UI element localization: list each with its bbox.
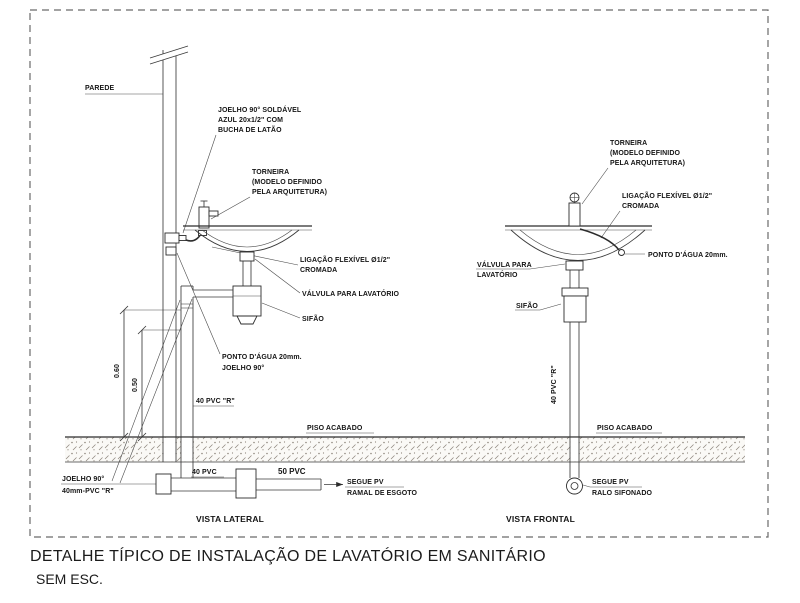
soldered-elbow-fitting <box>164 232 180 244</box>
label-parede: PAREDE <box>85 85 114 92</box>
label-ligacao-2: CROMADA <box>622 203 659 210</box>
label-sifao: SIFÃO <box>516 301 538 310</box>
floor-gap-lateral-pipe <box>181 437 193 462</box>
water-supply-fittings <box>164 230 207 256</box>
label-ligacao-1: LIGAÇÃO FLEXÍVEL Ø1/2" <box>622 191 712 200</box>
label-torneira-2: (MODELO DEFINIDO <box>610 150 680 157</box>
label-ponto-dagua-2: JOELHO 90° <box>222 364 264 372</box>
label-pvc-40-r: 40 PVC "R" <box>196 398 235 405</box>
basin-inner <box>519 229 637 255</box>
label-valvula-1: VÁLVULA PARA <box>477 260 532 269</box>
hose-nut <box>198 230 207 236</box>
drain-assembly-lateral <box>193 251 262 325</box>
faucet-frontal <box>568 192 581 227</box>
floor-gap-frontal-pipe <box>570 437 579 462</box>
label-ponto-dagua: PONTO D'ÁGUA 20mm. <box>648 250 728 259</box>
elbow-90-fitting <box>155 473 172 495</box>
label-pvc-40-r: 40 PVC "R" <box>551 365 558 404</box>
drawing-title: DETALHE TÍPICO DE INSTALAÇÃO DE LAVATÓRI… <box>30 545 546 565</box>
label-torneira-3: PELA ARQUITETURA) <box>252 189 327 196</box>
basin-valve <box>239 251 255 262</box>
wall <box>149 45 189 462</box>
ralo-sifonado <box>566 477 583 495</box>
label-torneira-1: TORNEIRA <box>252 169 289 176</box>
finished-floor <box>65 436 745 463</box>
drain-assembly-frontal <box>561 260 589 495</box>
floor-gap-wall <box>163 437 176 462</box>
label-joelho-soldavel-1: JOELHO 90° SOLDÁVEL <box>218 105 302 114</box>
label-ligacao-2: CROMADA <box>300 267 337 274</box>
label-torneira-2: (MODELO DEFINIDO <box>252 179 322 186</box>
water-point <box>618 249 625 256</box>
dimension-050: 0.50 <box>132 378 139 392</box>
siphon-body <box>563 295 587 323</box>
label-piso-acabado: PISO ACABADO <box>597 425 653 432</box>
label-segue-pv-1: SEGUE PV <box>592 479 629 486</box>
water-point-fitting <box>165 246 177 256</box>
pipe-junction <box>235 468 257 499</box>
label-segue-pv-2: RALO SIFONADO <box>592 490 652 497</box>
label-joelho-soldavel-3: BUCHA DE LATÃO <box>218 125 282 134</box>
sewer-run-lateral <box>155 468 322 499</box>
wall-break-icon <box>149 51 189 65</box>
caption-vista-frontal: VISTA FRONTAL <box>506 514 575 524</box>
basin-outer <box>194 229 300 252</box>
caption-vista-lateral: VISTA LATERAL <box>196 514 264 524</box>
label-piso-acabado: PISO ACABADO <box>307 425 363 432</box>
label-valvula-2: LAVATÓRIO <box>477 270 518 279</box>
label-pvc-50: 50 PVC <box>278 467 306 476</box>
lateral-view: PAREDE JOELHO 90° SOLDÁVEL AZUL 20x1/2" … <box>61 45 418 524</box>
scale-note: SEM ESC. <box>36 571 103 587</box>
dimension-lines <box>119 305 181 442</box>
drain-pipe-lateral <box>180 285 194 478</box>
frontal-view: TORNEIRA (MODELO DEFINIDO PELA ARQUITETU… <box>476 140 728 524</box>
sheet-border <box>29 9 769 538</box>
sink-lateral <box>183 225 312 252</box>
siphon-coupler <box>561 287 589 297</box>
dimension-060: 0.60 <box>114 364 121 378</box>
flexible-hose-frontal <box>579 228 625 256</box>
label-joelho-90-2: 40mm-PVC "R" <box>62 488 114 495</box>
basin-valve <box>565 260 584 271</box>
label-segue-pv-1: SEGUE PV <box>347 479 384 486</box>
siphon-cup <box>236 315 258 325</box>
label-ligacao-1: LIGAÇÃO FLEXÍVEL Ø1/2" <box>300 255 390 264</box>
label-torneira-1: TORNEIRA <box>610 140 647 147</box>
leader-lines-frontal <box>476 167 662 488</box>
label-valvula: VÁLVULA PARA LAVATÓRIO <box>302 289 400 298</box>
basin-outer <box>510 229 646 261</box>
label-torneira-3: PELA ARQUITETURA) <box>610 160 685 167</box>
label-ponto-dagua-1: PONTO D'ÁGUA 20mm. <box>222 352 302 361</box>
leader-lines-lateral <box>61 93 404 488</box>
label-sifao: SIFÃO <box>302 314 324 323</box>
sink-frontal <box>505 225 652 261</box>
basin-inner <box>201 229 293 248</box>
siphon-body <box>232 285 262 317</box>
label-pvc-40: 40 PVC <box>192 469 217 476</box>
label-joelho-90-1: JOELHO 90° <box>62 475 104 483</box>
label-joelho-soldavel-2: AZUL 20x1/2" COM <box>218 117 283 124</box>
faucet-lateral <box>198 200 219 229</box>
label-segue-pv-2: RAMAL DE ESGOTO <box>347 490 418 497</box>
faucet-spout <box>208 210 219 217</box>
